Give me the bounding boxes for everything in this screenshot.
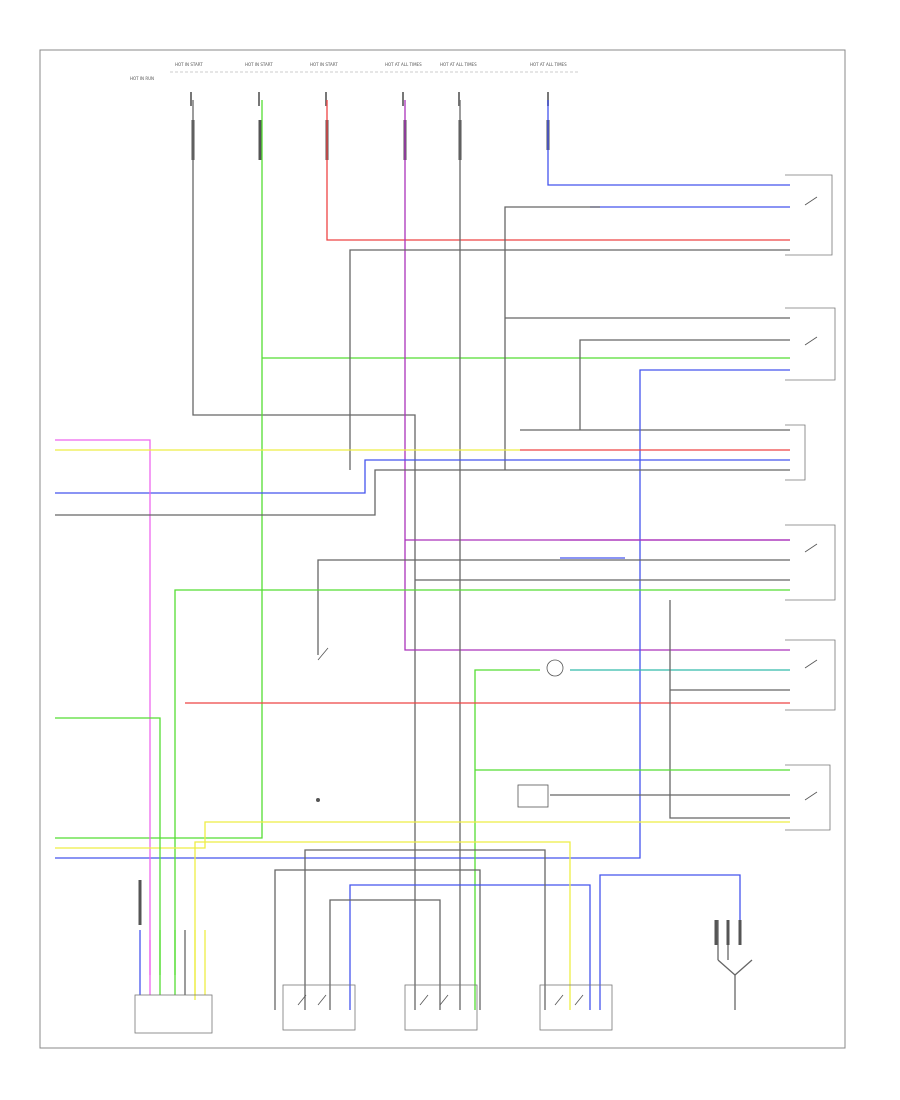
fuse-markers (190, 92, 549, 106)
fuse-3 (325, 92, 327, 106)
ground-symbol-1 (316, 798, 320, 802)
wire-blue-1 (547, 100, 790, 186)
switch-symbols (297, 196, 818, 1006)
radiator-fan-motor (517, 784, 549, 808)
ecu-box (134, 994, 213, 1034)
wire-gray-5 (579, 339, 790, 430)
wire-green-4 (474, 669, 540, 1010)
feed-label-2: HOT IN START (175, 62, 203, 67)
ecu-pin-bundle (138, 880, 206, 995)
wire-yellow-2 (55, 821, 790, 849)
fuse-2 (258, 92, 260, 106)
wire-gray-6 (349, 249, 790, 470)
connector-stubs (191, 120, 550, 160)
wire-red-1 (326, 100, 790, 241)
top-feed-labels: HOT IN RUN HOT IN START HOT IN START HOT… (130, 62, 580, 81)
wire-gray-12 (669, 600, 790, 819)
wire-green-3 (174, 589, 790, 975)
condenser-fan-motor (546, 659, 564, 677)
relay-box-1 (282, 984, 356, 1031)
fuse-6 (547, 92, 549, 106)
feed-label-7: HOT AT ALL TIMES (530, 62, 567, 67)
wire-pink-1 (55, 439, 151, 975)
wire-yellow-3 (194, 841, 571, 1010)
wire-purple-1 (404, 100, 790, 651)
relay-box-2 (404, 984, 478, 1031)
wire-blue-3 (55, 369, 790, 859)
wire-gray-14 (274, 869, 481, 1010)
wire-gray-8 (55, 469, 790, 516)
wire-green-1 (55, 100, 263, 839)
fuse-5 (458, 92, 460, 106)
right-switch-housings (785, 174, 836, 831)
feed-label-3: HOT IN START (245, 62, 273, 67)
fuse-4 (402, 92, 404, 106)
feed-label-1: HOT IN RUN (130, 76, 154, 81)
fuse-1 (190, 92, 192, 106)
wire-gray-16 (329, 899, 441, 1010)
fan-control-connector (714, 920, 753, 1010)
wire-gray-3 (504, 206, 600, 470)
relay-box-3 (539, 984, 613, 1031)
diagram-frame (39, 49, 846, 1049)
feed-label-5: HOT AT ALL TIMES (385, 62, 422, 67)
wire-gray-15 (304, 849, 546, 1010)
wire-green-6 (55, 717, 161, 975)
feed-label-4: HOT IN START (310, 62, 338, 67)
wire-gray-9 (317, 559, 790, 655)
feed-label-6: HOT AT ALL TIMES (440, 62, 477, 67)
wire-blue-6 (349, 884, 591, 1010)
wire-blue-7 (599, 874, 741, 1010)
wire-blue-4 (55, 459, 790, 494)
wire-gray-1 (192, 100, 416, 1010)
